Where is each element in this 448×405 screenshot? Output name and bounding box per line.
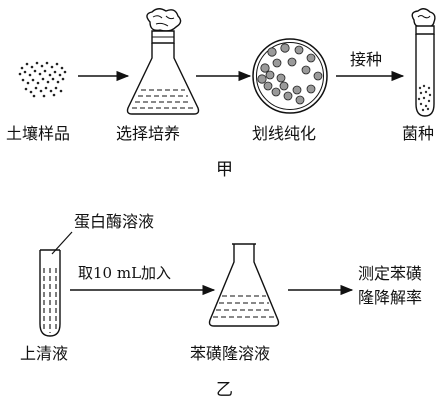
protease-solution-label: 蛋白酶溶液	[74, 212, 155, 231]
caption-jia: 甲	[216, 160, 233, 180]
inoculate-label: 接种	[350, 50, 383, 69]
supernatant-tube-icon	[40, 250, 60, 336]
transfer-label: 取10 mL加入	[78, 264, 172, 282]
soil-sample-label: 土壤样品	[6, 124, 71, 143]
measure-line-2: 隆降解率	[358, 288, 423, 307]
culture-flask-icon	[128, 9, 199, 114]
caption-yi: 乙	[216, 380, 233, 400]
petri-dish-icon	[253, 39, 327, 113]
measure-line-1: 测定苯磺	[358, 264, 423, 283]
strain-label: 菌种	[402, 124, 435, 143]
supernatant-label: 上清液	[20, 344, 69, 363]
streak-purify-label: 划线纯化	[252, 124, 317, 143]
soil-sample-icon	[18, 61, 67, 98]
benzsulfuron-flask-icon	[210, 244, 279, 326]
strain-tube-icon	[412, 9, 435, 116]
selective-culture-label: 选择培养	[116, 124, 181, 143]
benzsulfuron-solution-label: 苯磺隆溶液	[190, 344, 271, 363]
